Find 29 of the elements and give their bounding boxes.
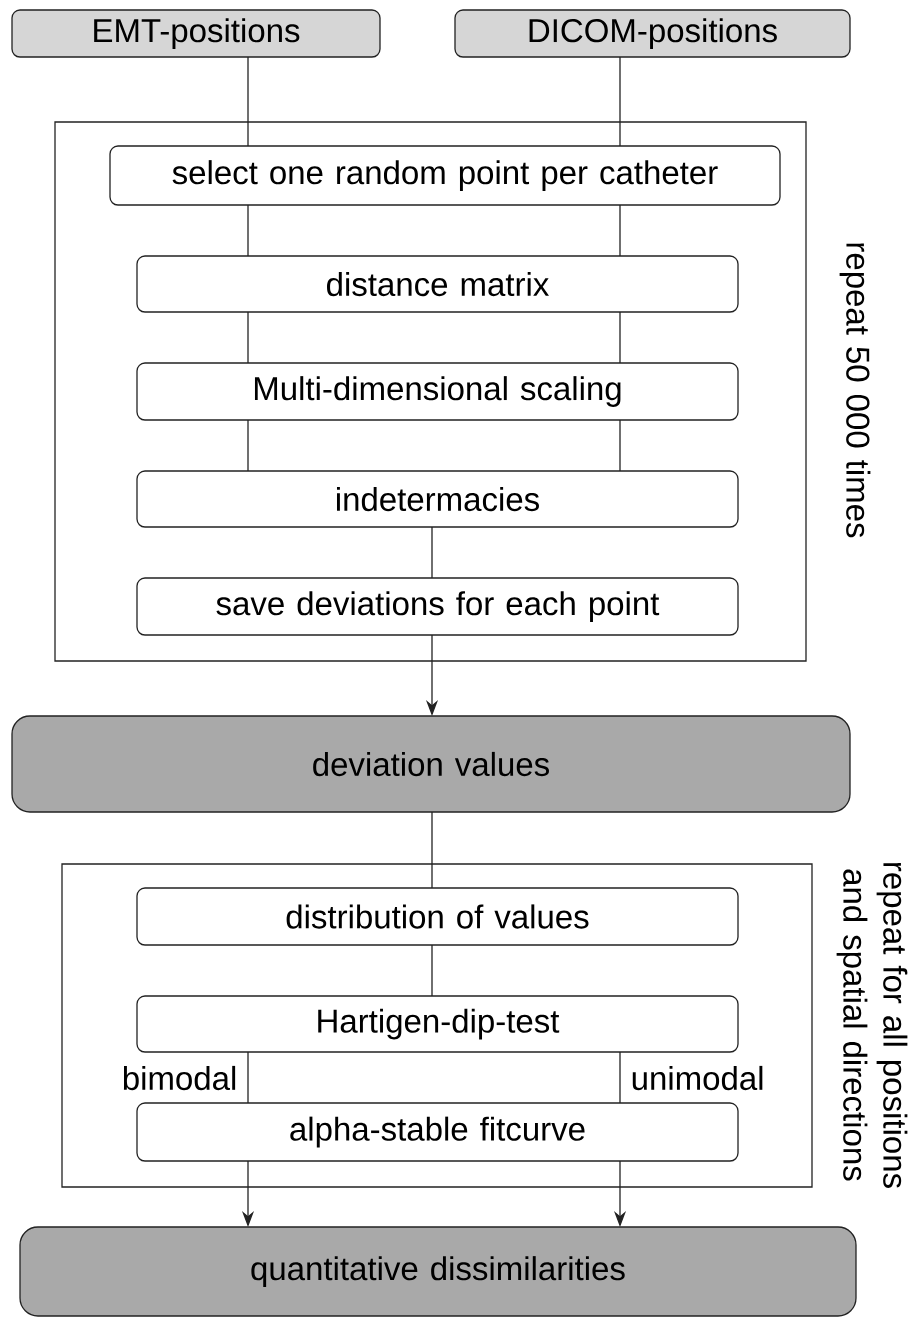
- input-box: DICOM-positions: [454, 9, 851, 58]
- result-box: deviation values: [11, 715, 851, 813]
- connector-line: [431, 811, 433, 889]
- connector-line: [619, 1051, 621, 1104]
- connector-line: [247, 419, 249, 472]
- connector-line: [247, 204, 249, 257]
- connector-line: [619, 204, 621, 257]
- input-box: EMT-positions: [11, 9, 381, 58]
- connector-line: [247, 311, 249, 364]
- process-box: Hartigen-dip-test: [136, 995, 739, 1053]
- process-box: save deviations for each point: [136, 577, 739, 636]
- edge-label: unimodal: [632, 1065, 763, 1091]
- connector-line: [431, 944, 433, 997]
- repeat-note: repeat 50 000 times: [839, 243, 871, 538]
- edge-label: bimodal: [123, 1065, 236, 1091]
- process-box: select one random point per catheter: [109, 145, 781, 206]
- connector-line: [247, 1051, 249, 1104]
- process-box: distance matrix: [136, 255, 739, 313]
- connector-line: [247, 56, 249, 147]
- connector-line: [431, 526, 433, 579]
- connector-line: [619, 419, 621, 472]
- repeat-note: repeat for all positions and spatial directions: [836, 863, 908, 1188]
- process-box: distribution of values: [136, 887, 739, 946]
- process-box: alpha-stable fitcurve: [136, 1102, 739, 1162]
- result-box: quantitative dissimilarities: [19, 1226, 857, 1317]
- connector-line: [619, 56, 621, 147]
- process-box: indetermacies: [136, 470, 739, 528]
- connector-line: [619, 311, 621, 364]
- process-box: Multi-dimensional scaling: [136, 362, 739, 421]
